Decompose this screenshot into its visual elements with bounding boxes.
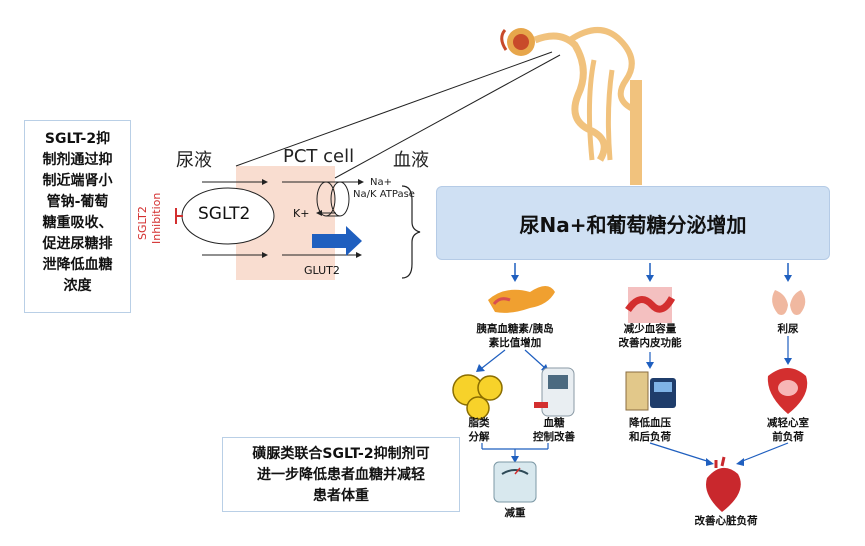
left-line-3: 管钠-葡萄 <box>46 194 109 210</box>
kidney-icon <box>772 290 806 315</box>
bp-line-1: 和后负荷 <box>629 431 671 443</box>
scale-icon <box>493 461 537 503</box>
k-plus-label: K+ <box>293 207 310 220</box>
inhibition-label-line2: Inhibition <box>150 192 163 244</box>
left-line-1: 制剂通过抑 <box>42 152 113 168</box>
cardiac-effect-label: 改善心脏负荷 <box>684 514 768 528</box>
sglt2-label: SGLT2 <box>198 204 251 224</box>
glucose-line-1: 控制改善 <box>533 431 575 443</box>
lipolysis-line-1: 分解 <box>468 431 490 443</box>
preload-effect-label: 减轻心室 前负荷 <box>756 416 820 444</box>
left-line-6: 泄降低血糖 <box>42 257 113 273</box>
blood-vessel-icon <box>625 287 676 323</box>
kidney-nephron-icon <box>500 27 642 185</box>
left-summary-box: SGLT-2抑 制剂通过抑 制近端肾小 管钠-葡萄 糖重吸收、 促进尿糖排 泄降… <box>24 120 131 313</box>
blood-pressure-monitor-icon <box>625 371 676 411</box>
left-line-4: 糖重吸收、 <box>42 215 113 231</box>
pancreas-line-0: 胰高血糖素/胰岛 <box>476 323 554 335</box>
bp-line-0: 降低血压 <box>629 417 671 429</box>
na-k-atpase-label: Na/K ATPase <box>353 189 415 200</box>
lipolysis-effect-label: 脂类 分解 <box>454 416 504 444</box>
pct-cell-label: PCT cell <box>283 146 355 167</box>
glucose-line-0: 血糖 <box>543 417 565 429</box>
urine-label: 尿液 <box>176 150 212 171</box>
left-line-0: SGLT-2抑 <box>44 131 111 147</box>
heart-section-icon <box>767 368 808 414</box>
left-line-2: 制近端肾小 <box>42 173 113 189</box>
bottom-line-0: 磺脲类联合SGLT-2抑制剂可 <box>252 446 430 462</box>
lipolysis-line-0: 脂类 <box>468 417 490 429</box>
pancreas-line-1: 素比值增加 <box>488 337 542 349</box>
weight-effect-label: 减重 <box>495 506 535 520</box>
glucose-meter-icon <box>534 367 575 417</box>
diuresis-effect-label: 利尿 <box>760 322 816 336</box>
heart-icon <box>706 456 741 512</box>
preload-line-0: 减轻心室 <box>767 417 809 429</box>
bottom-line-2: 患者体重 <box>313 488 369 504</box>
inhibition-label-line1: SGLT2 <box>136 206 149 240</box>
left-line-5: 促进尿糖排 <box>42 236 113 252</box>
pancreas-effect-label: 胰高血糖素/胰岛 素比值增加 <box>460 322 570 350</box>
glut2-label: GLUT2 <box>304 264 340 277</box>
bottom-summary-box: 磺脲类联合SGLT-2抑制剂可 进一步降低患者血糖并减轻 患者体重 <box>222 437 460 512</box>
main-effect-box: 尿Na+和葡萄糖分泌增加 <box>436 186 830 260</box>
volume-line-0: 减少血容量 <box>623 323 677 335</box>
blood-label: 血液 <box>393 150 429 171</box>
weight-line-0: 减重 <box>504 507 526 519</box>
left-line-7: 浓度 <box>63 278 92 294</box>
glucose-effect-label: 血糖 控制改善 <box>524 416 584 444</box>
fat-cells-icon <box>452 374 503 420</box>
diuresis-line-0: 利尿 <box>777 323 799 335</box>
bottom-line-1: 进一步降低患者血糖并减轻 <box>257 467 425 483</box>
volume-effect-label: 减少血容量 改善内皮功能 <box>600 322 700 350</box>
volume-line-1: 改善内皮功能 <box>618 337 682 349</box>
na-plus-label: Na+ <box>370 177 392 188</box>
preload-line-1: 前负荷 <box>772 431 804 443</box>
pancreas-icon <box>488 286 555 313</box>
main-effect-text: 尿Na+和葡萄糖分泌增加 <box>519 212 747 237</box>
cardiac-line-0: 改善心脏负荷 <box>694 515 758 527</box>
bp-effect-label: 降低血压 和后负荷 <box>614 416 686 444</box>
